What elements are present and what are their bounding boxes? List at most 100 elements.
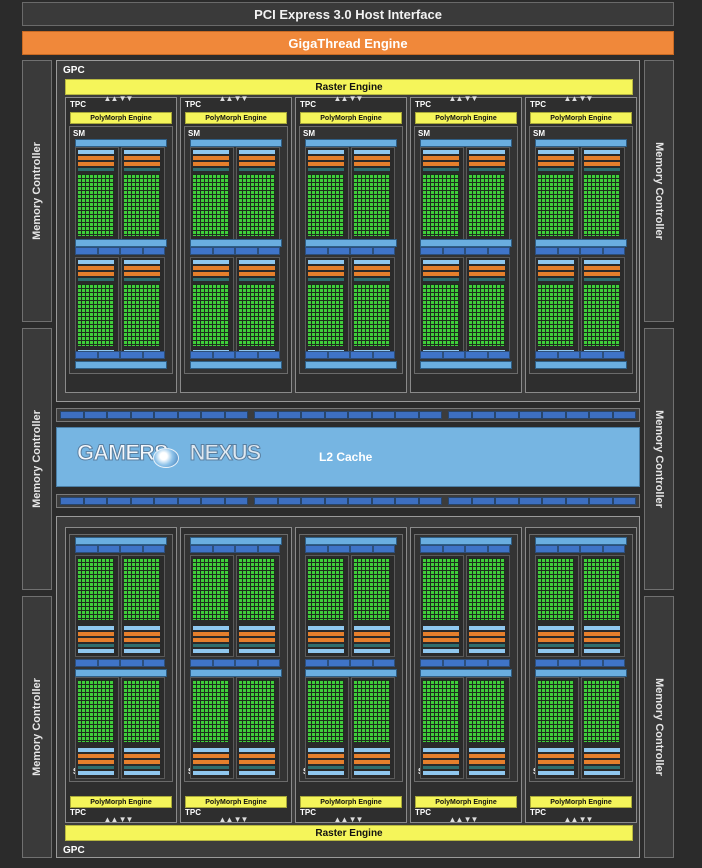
- texture-unit: [354, 748, 390, 752]
- raster-engine: Raster Engine: [65, 79, 633, 95]
- sm-label: SM: [303, 129, 315, 138]
- cuda-core-block: [351, 147, 395, 249]
- sfu-unit: [124, 272, 160, 276]
- load-store-unit: [538, 168, 574, 171]
- register-unit: [469, 771, 505, 775]
- sfu-unit: [538, 266, 574, 270]
- register-unit: [423, 771, 459, 775]
- memory-controller-right-3: Memory Controller: [644, 596, 674, 858]
- cuda-cores: [469, 284, 505, 346]
- cuda-cores: [239, 680, 275, 742]
- sfu-unit: [124, 266, 160, 270]
- sfu-unit: [193, 632, 229, 636]
- cuda-core-block: [305, 147, 349, 249]
- texture-unit: [239, 748, 275, 752]
- shared-memory: [75, 239, 167, 247]
- sm-unit-row: [190, 659, 280, 667]
- register-unit: [308, 771, 344, 775]
- load-store-unit: [124, 168, 160, 171]
- register-unit: [354, 260, 390, 264]
- load-store-unit: [78, 168, 114, 171]
- memory-controller-left-3: Memory Controller: [22, 596, 52, 858]
- cuda-cores: [124, 284, 160, 346]
- cuda-core-block: [581, 677, 625, 779]
- sm-unit-row: [190, 247, 280, 255]
- load-store-unit: [308, 644, 344, 647]
- cuda-cores: [538, 284, 574, 346]
- l2-control-strip-bottom: [56, 494, 640, 508]
- cuda-core-block: [351, 257, 395, 359]
- cuda-cores: [193, 174, 229, 236]
- register-unit: [538, 771, 574, 775]
- cuda-core-block: [236, 555, 280, 657]
- load-store-unit: [308, 766, 344, 769]
- register-unit: [538, 649, 574, 653]
- sfu-unit: [423, 162, 459, 166]
- cuda-core-block: [121, 147, 165, 249]
- register-unit: [124, 260, 160, 264]
- load-store-unit: [354, 644, 390, 647]
- memory-controller-left-2: Memory Controller: [22, 328, 52, 590]
- texture-cache: [75, 361, 167, 369]
- cuda-cores: [78, 680, 114, 742]
- shared-memory: [535, 239, 627, 247]
- texture-unit: [78, 748, 114, 752]
- sfu-unit: [78, 760, 114, 764]
- cuda-cores: [584, 558, 620, 620]
- load-store-unit: [423, 644, 459, 647]
- sfu-unit: [423, 632, 459, 636]
- instruction-cache: [305, 139, 397, 147]
- sfu-unit: [354, 162, 390, 166]
- tpc-label: TPC: [70, 100, 86, 109]
- load-store-unit: [423, 766, 459, 769]
- texture-cache: [190, 537, 282, 545]
- load-store-unit: [423, 168, 459, 171]
- cuda-cores: [423, 558, 459, 620]
- globe-icon: [153, 448, 179, 468]
- sfu-unit: [538, 272, 574, 276]
- load-store-unit: [239, 168, 275, 171]
- sfu-unit: [584, 638, 620, 642]
- register-unit: [469, 150, 505, 154]
- register-unit: [354, 649, 390, 653]
- cuda-core-block: [121, 677, 165, 779]
- register-unit: [193, 649, 229, 653]
- register-unit: [193, 260, 229, 264]
- instruction-cache: [535, 139, 627, 147]
- texture-unit: [538, 626, 574, 630]
- instruction-cache: [420, 139, 512, 147]
- register-unit: [78, 150, 114, 154]
- register-unit: [239, 150, 275, 154]
- register-unit: [584, 260, 620, 264]
- cuda-cores: [584, 680, 620, 742]
- sfu-unit: [124, 754, 160, 758]
- load-store-unit: [239, 766, 275, 769]
- sfu-unit: [124, 760, 160, 764]
- cuda-core-block: [535, 555, 579, 657]
- load-store-unit: [308, 168, 344, 171]
- memory-controller-left-1: Memory Controller: [22, 60, 52, 322]
- cuda-core-block: [351, 555, 395, 657]
- tpc-label: TPC: [300, 100, 316, 109]
- load-store-unit: [193, 766, 229, 769]
- arrows-icon: ▲▲ ▼▼: [103, 94, 134, 103]
- register-unit: [469, 260, 505, 264]
- cuda-cores: [124, 680, 160, 742]
- texture-cache: [75, 537, 167, 545]
- sfu-unit: [423, 266, 459, 270]
- tpc-label: TPC: [300, 808, 316, 817]
- load-store-unit: [239, 644, 275, 647]
- sfu-unit: [239, 272, 275, 276]
- register-unit: [78, 260, 114, 264]
- sfu-unit: [469, 162, 505, 166]
- l2-control-segment: [254, 411, 442, 419]
- sfu-unit: [469, 632, 505, 636]
- l2-control-strip-top: [56, 408, 640, 422]
- tpc-label: TPC: [530, 100, 546, 109]
- sfu-unit: [308, 638, 344, 642]
